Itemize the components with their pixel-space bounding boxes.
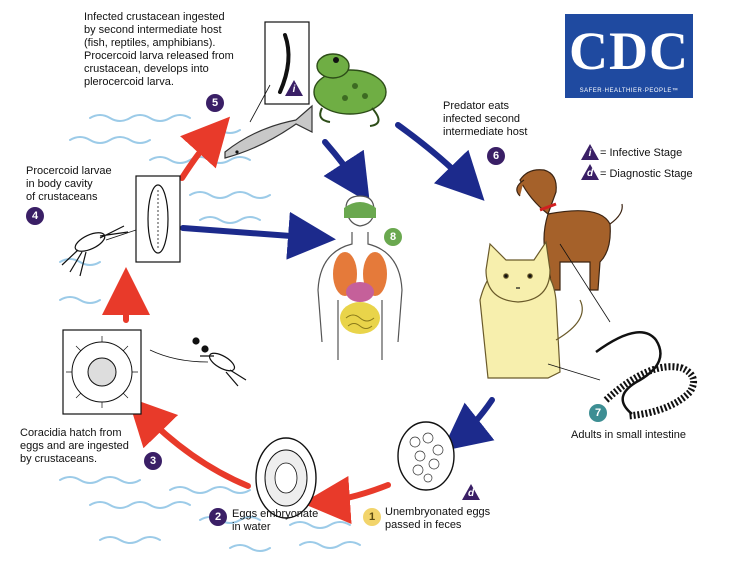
stage-8-badge: 8	[384, 228, 402, 246]
plerocercoid-box	[264, 21, 310, 105]
stage-4-label: Procercoid larvae in body cavity of crus…	[26, 165, 112, 203]
cdc-logo-tagline: SAFER·HEALTHIER·PEOPLE™	[579, 88, 679, 94]
infective-stage-marker: i	[285, 80, 303, 96]
unembryonated-egg	[397, 421, 455, 491]
stage-2-badge: 2	[209, 508, 227, 526]
fish	[224, 104, 313, 159]
stage-2-label: Eggs embryonate in water	[232, 508, 319, 533]
cdc-logo: CDC SAFER·HEALTHIER·PEOPLE™	[565, 14, 693, 98]
procercoid-box	[135, 175, 181, 263]
human-figure	[317, 195, 403, 360]
dog	[516, 169, 623, 291]
stage-1-badge: 1	[363, 508, 381, 526]
crustacean	[61, 225, 129, 277]
stage-7-badge: 7	[589, 404, 607, 422]
stage-3-label: Coracidia hatch from eggs and are ingest…	[20, 427, 129, 465]
adult-tapeworm	[595, 331, 698, 420]
cdc-logo-letters: CDC	[569, 21, 689, 81]
copepod-with-coracidia	[192, 337, 247, 387]
stage-1-label: Unembryonated eggs passed in feces	[385, 506, 491, 531]
diagnostic-stage-marker: d	[462, 484, 480, 500]
embryonated-egg	[255, 437, 317, 519]
stage-5-label: Infected crustacean ingested by second i…	[84, 11, 234, 88]
diagnostic-stage-icon: d	[581, 164, 599, 180]
infective-stage-icon: i	[581, 144, 599, 160]
stage-3-badge: 3	[144, 452, 162, 470]
stage-7-label: Adults in small intestine	[571, 429, 686, 441]
red-arrows	[102, 116, 391, 524]
stage-4-badge: 4	[26, 207, 44, 225]
navy-arrows	[180, 122, 495, 452]
legend-diagnostic-text: = Diagnostic Stage	[600, 168, 693, 180]
legend-infective-text: = Infective Stage	[600, 147, 683, 159]
frog	[313, 53, 387, 127]
stage-6-badge: 6	[487, 147, 505, 165]
coracidium-box	[62, 329, 142, 415]
stage-6-label: Predator eats infected second intermedia…	[443, 100, 528, 138]
cat	[479, 240, 583, 379]
stage-5-badge: 5	[206, 94, 224, 112]
